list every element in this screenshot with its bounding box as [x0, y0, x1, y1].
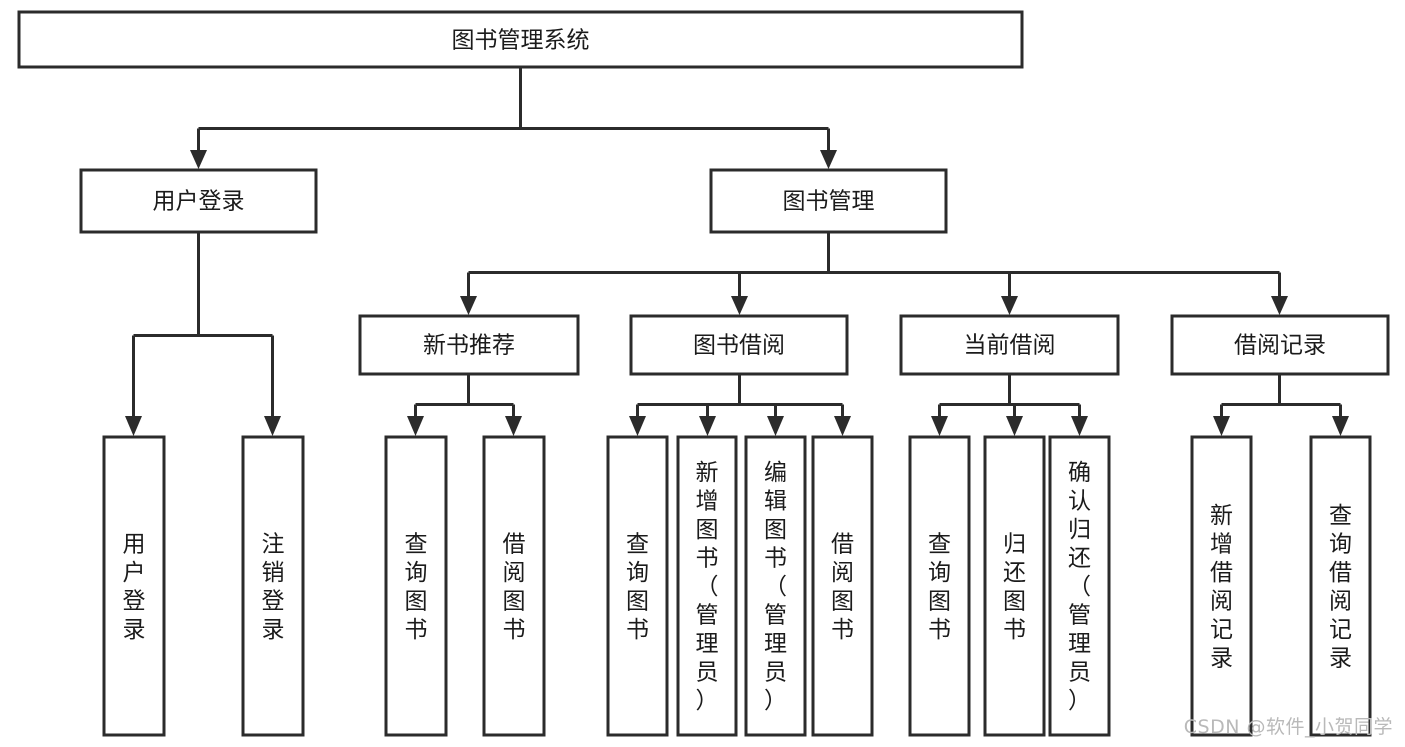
node-current-borrow-box[interactable]: [899, 314, 1120, 376]
connector-group-book-manage: [460, 232, 1288, 315]
arrowhead-leaf-add-book: [699, 416, 716, 436]
node-book-manage-box[interactable]: [709, 168, 948, 234]
node-leaf-query-book-rec[interactable]: 查询图书: [384, 435, 448, 737]
node-leaf-confirm-return[interactable]: 确认归还（管理员）: [1048, 435, 1111, 737]
node-leaf-logout[interactable]: 注销登录: [241, 435, 305, 737]
node-leaf-add-record-box[interactable]: [1190, 435, 1253, 737]
node-new-book-recommend-box[interactable]: [358, 314, 580, 376]
node-leaf-borrow-book-rec[interactable]: 借阅图书: [482, 435, 546, 737]
node-leaf-confirm-return-label: 确认归还（管理员）: [1068, 460, 1091, 714]
node-leaf-query-book-c-box[interactable]: [908, 435, 971, 737]
node-leaf-add-book-box[interactable]: [676, 435, 738, 737]
node-root[interactable]: 图书管理系统: [17, 10, 1024, 69]
arrowhead-leaf-add-record: [1213, 416, 1230, 436]
node-book-manage[interactable]: 图书管理: [709, 168, 948, 234]
node-new-book-recommend[interactable]: 新书推荐: [358, 314, 580, 376]
node-current-borrow[interactable]: 当前借阅: [899, 314, 1120, 376]
node-leaf-edit-book[interactable]: 编辑图书（管理员）: [744, 435, 807, 737]
node-leaf-confirm-return-box[interactable]: [1048, 435, 1111, 737]
node-user-login-label: 用户登录: [153, 189, 245, 215]
node-leaf-edit-book-box[interactable]: [744, 435, 807, 737]
node-leaf-borrow-book-rec-label: 借阅图书: [503, 531, 526, 643]
node-leaf-query-record-box[interactable]: [1309, 435, 1372, 737]
node-leaf-borrow-book-b-box[interactable]: [811, 435, 874, 737]
node-current-borrow-label: 当前借阅: [964, 333, 1056, 359]
node-leaf-query-record[interactable]: 查询借阅记录: [1309, 435, 1372, 737]
connector-group-book-borrow: [629, 374, 851, 436]
connector-group-current-borrow: [931, 374, 1088, 436]
arrowhead-leaf-query-book-rec: [407, 416, 424, 436]
node-leaf-query-record-label: 查询借阅记录: [1329, 503, 1352, 672]
node-root-label: 图书管理系统: [452, 28, 590, 54]
connector-group-root: [190, 67, 837, 169]
node-new-book-recommend-label: 新书推荐: [423, 333, 515, 359]
arrowhead-leaf-borrow-book-b: [834, 416, 851, 436]
arrowhead-book-borrow: [731, 296, 748, 315]
arrowhead-leaf-query-book-c: [931, 416, 948, 436]
node-leaf-edit-book-label: 编辑图书（管理员）: [764, 460, 787, 714]
node-book-borrow-box[interactable]: [629, 314, 849, 376]
node-leaf-return-book[interactable]: 归还图书: [983, 435, 1046, 737]
node-leaf-logout-label: 注销登录: [262, 531, 285, 643]
node-leaf-user-login[interactable]: 用户登录: [102, 435, 166, 737]
node-user-login[interactable]: 用户登录: [79, 168, 318, 234]
arrowhead-current-borrow: [1001, 296, 1018, 315]
arrowhead-leaf-return-book: [1006, 416, 1023, 436]
node-leaf-return-book-label: 归还图书: [1003, 531, 1026, 643]
node-user-login-box[interactable]: [79, 168, 318, 234]
node-book-borrow-label: 图书借阅: [693, 333, 785, 359]
node-leaf-add-record-label: 新增借阅记录: [1210, 503, 1233, 672]
arrowhead-new-book-recommend: [460, 296, 477, 315]
arrowhead-user-login: [190, 150, 207, 169]
arrowhead-leaf-query-book-b: [629, 416, 646, 436]
node-leaf-query-book-b[interactable]: 查询图书: [606, 435, 669, 737]
node-borrow-record-box[interactable]: [1170, 314, 1390, 376]
connector-group-user-login: [125, 232, 281, 436]
node-leaf-query-book-rec-label: 查询图书: [405, 531, 428, 643]
arrowhead-leaf-query-record: [1332, 416, 1349, 436]
node-leaf-return-book-box[interactable]: [983, 435, 1046, 737]
node-leaf-query-book-b-label: 查询图书: [626, 531, 649, 643]
node-leaf-add-book[interactable]: 新增图书（管理员）: [676, 435, 738, 737]
node-leaf-borrow-book-b[interactable]: 借阅图书: [811, 435, 874, 737]
arrowhead-leaf-confirm-return: [1071, 416, 1088, 436]
arrowhead-leaf-logout: [264, 416, 281, 436]
arrowhead-book-manage: [820, 150, 837, 169]
node-leaf-add-book-label: 新增图书（管理员）: [696, 460, 719, 714]
node-leaf-query-book-rec-box[interactable]: [384, 435, 448, 737]
node-leaf-user-login-box[interactable]: [102, 435, 166, 737]
node-borrow-record[interactable]: 借阅记录: [1170, 314, 1390, 376]
node-leaf-query-book-c-label: 查询图书: [928, 531, 951, 643]
connector-group-new-book-recommend: [407, 374, 522, 436]
connector-group-borrow-record: [1213, 374, 1349, 436]
node-root-box[interactable]: [17, 10, 1024, 69]
node-leaf-logout-box[interactable]: [241, 435, 305, 737]
node-book-manage-label: 图书管理: [783, 189, 875, 215]
node-leaf-user-login-label: 用户登录: [123, 531, 146, 643]
node-borrow-record-label: 借阅记录: [1234, 333, 1326, 359]
node-leaf-add-record[interactable]: 新增借阅记录: [1190, 435, 1253, 737]
node-book-borrow[interactable]: 图书借阅: [629, 314, 849, 376]
node-leaf-query-book-c[interactable]: 查询图书: [908, 435, 971, 737]
node-leaf-query-book-b-box[interactable]: [606, 435, 669, 737]
arrowhead-borrow-record: [1271, 296, 1288, 315]
arrowhead-leaf-user-login: [125, 416, 142, 436]
node-leaf-borrow-book-rec-box[interactable]: [482, 435, 546, 737]
arrowhead-leaf-edit-book: [767, 416, 784, 436]
node-leaf-borrow-book-b-label: 借阅图书: [831, 531, 854, 643]
arrowhead-leaf-borrow-book-rec: [505, 416, 522, 436]
